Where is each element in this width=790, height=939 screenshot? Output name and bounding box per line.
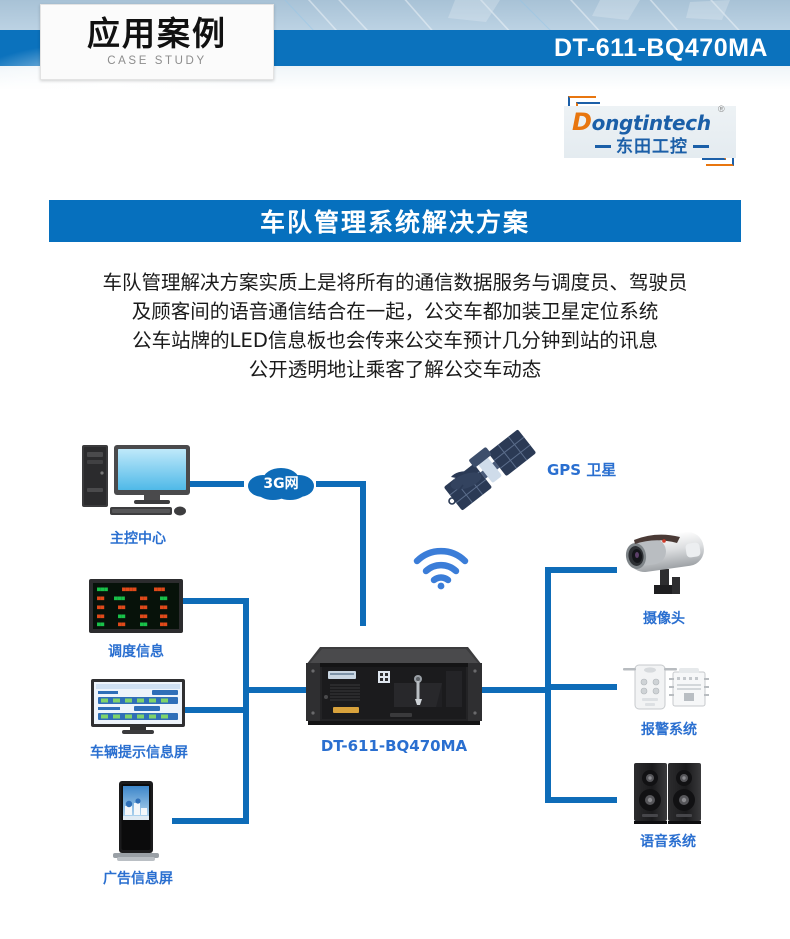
case-study-title-en: CASE STUDY <box>107 54 207 67</box>
wire-control-center-to-cloud <box>182 481 244 487</box>
node-gps-satellite: GPS 卫星 <box>437 425 647 515</box>
label-voice-system: 语音系统 <box>640 834 696 850</box>
label-control-center: 主控中心 <box>110 531 166 547</box>
led-display-icon: ■■■■■■■■■■ ■■■■■■■■■ ■■■■■■■■ ■■■■■■■■ ■… <box>89 579 183 633</box>
svg-text:■■■: ■■■ <box>114 595 125 602</box>
advertising-kiosk-icon <box>113 781 159 861</box>
node-vehicle-info-screen: 车辆提示信息屏 <box>90 678 188 761</box>
solution-title-banner: 车队管理系统解决方案 <box>49 200 741 242</box>
wire-trunk-down-to-server <box>360 481 366 626</box>
svg-text:■■■■: ■■■■ <box>122 586 137 593</box>
svg-text:■■: ■■ <box>140 595 148 602</box>
label-camera: 摄像头 <box>643 611 685 627</box>
logo-brand-cn: 东田工控 <box>570 132 734 157</box>
description-line-2: 及顾客间的语音通信结合在一起，公交车都加装卫星定位系统 <box>131 300 659 323</box>
svg-text:■■: ■■ <box>160 604 168 611</box>
logo-dash-right <box>693 145 709 148</box>
lcd-monitor-icon <box>91 679 185 734</box>
svg-text:■■: ■■ <box>97 613 105 620</box>
logo-registered-mark: ® <box>718 104 725 114</box>
3g-network-cloud: 3G网 <box>243 466 319 500</box>
label-industrial-pc: DT-611-BQ470MA <box>320 737 468 755</box>
svg-text:■■: ■■ <box>97 621 105 628</box>
svg-text:■■: ■■ <box>160 595 168 602</box>
cloud-shape-icon <box>248 468 314 500</box>
page-header: 应用案例 CASE STUDY DT-611-BQ470MA <box>0 0 790 90</box>
node-alarm-system: 报警系统 <box>621 660 717 737</box>
description-line-1: 车队管理解决方案实质上是将所有的通信数据服务与调度员、驾驶员 <box>102 271 688 294</box>
wifi-icon <box>413 547 469 590</box>
case-study-title-cn: 应用案例 <box>87 13 227 53</box>
svg-text:■■■: ■■■ <box>97 586 108 593</box>
description-line-4: 公开透明地让乘客了解公交车动态 <box>248 358 542 381</box>
wire-cloud-to-trunk <box>316 481 366 487</box>
speakers-icon <box>634 763 701 824</box>
wire-right-stub-camera <box>545 567 617 573</box>
wire-right-stub-voice <box>545 797 617 803</box>
logo-brand-text: Dongtintech <box>572 108 742 136</box>
node-ad-info-screen: 广告信息屏 <box>103 780 173 887</box>
svg-text:■■: ■■ <box>97 604 105 611</box>
wire-left-stub-ad-screen <box>172 818 249 824</box>
logo-dash-left <box>595 145 611 148</box>
wire-right-stub-alarm <box>545 684 617 690</box>
node-camera: 摄像头 <box>612 525 716 626</box>
svg-text:■■: ■■ <box>160 613 168 620</box>
company-logo: Dongtintech ® 东田工控 <box>556 96 744 166</box>
node-industrial-pc <box>302 625 486 733</box>
svg-text:■■■: ■■■ <box>154 586 165 593</box>
node-control-center: 主控中心 <box>78 443 198 546</box>
wire-left-stub-dispatch <box>172 598 249 604</box>
satellite-icon <box>444 430 536 510</box>
svg-text:■■: ■■ <box>140 621 148 628</box>
rackmount-server-icon <box>306 647 482 725</box>
label-vehicle-info-screen: 车辆提示信息屏 <box>90 745 188 761</box>
node-voice-system: 语音系统 <box>622 760 714 849</box>
cloud-label: 3G网 <box>263 476 299 492</box>
desktop-computer-icon <box>82 445 190 516</box>
cctv-camera-icon <box>625 531 704 594</box>
case-study-badge: 应用案例 CASE STUDY <box>40 4 274 80</box>
logo-brand-initial: D <box>572 108 592 136</box>
solution-description: 车队管理解决方案实质上是将所有的通信数据服务与调度员、驾驶员 及顾客间的语音通信… <box>20 268 770 384</box>
description-line-3: 公车站牌的LED信息板也会传来公交车预计几分钟到站的讯息 <box>132 329 658 352</box>
logo-brand-cn-text: 东田工控 <box>616 137 688 157</box>
wire-server-to-right-bus <box>478 687 548 693</box>
solution-title-text: 车队管理系统解决方案 <box>259 208 530 237</box>
label-ad-info-screen: 广告信息屏 <box>103 871 173 887</box>
svg-text:■■: ■■ <box>97 595 105 602</box>
wire-left-bus-to-server <box>243 687 310 693</box>
svg-text:■■: ■■ <box>118 604 126 611</box>
svg-text:■■: ■■ <box>140 613 148 620</box>
header-model-number: DT-611-BQ470MA <box>553 33 768 62</box>
svg-text:■■: ■■ <box>118 621 126 628</box>
alarm-devices-icon <box>623 664 709 710</box>
label-gps-satellite: GPS 卫星 <box>547 460 617 479</box>
wire-left-stub-vehicle-screen <box>172 707 249 713</box>
logo-plate <box>564 106 736 158</box>
logo-brand-rest: ongtintech <box>591 111 711 135</box>
label-alarm-system: 报警系统 <box>641 722 697 738</box>
svg-text:■■: ■■ <box>160 621 168 628</box>
node-dispatch-info: ■■■■■■■■■■ ■■■■■■■■■ ■■■■■■■■ ■■■■■■■■ ■… <box>88 578 184 659</box>
label-dispatch-info: 调度信息 <box>108 644 164 660</box>
svg-text:■■: ■■ <box>140 604 148 611</box>
svg-text:■■: ■■ <box>118 613 126 620</box>
